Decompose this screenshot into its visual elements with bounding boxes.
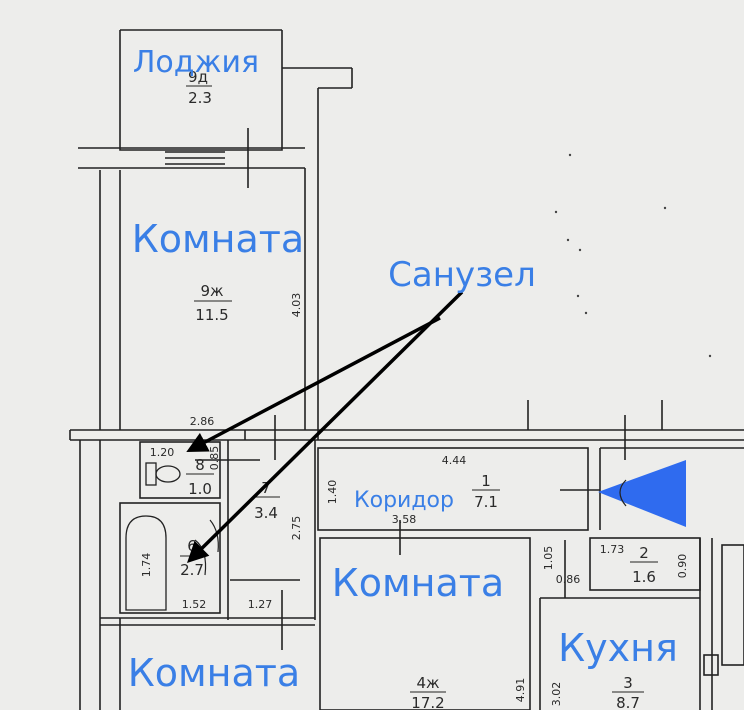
dim-140: 1.40 (326, 480, 339, 505)
wc-area: 1.0 (188, 480, 212, 498)
loggia-area: 2.3 (188, 89, 212, 107)
kitchen-number: 3 (623, 674, 633, 692)
room-top-number: 9ж (200, 282, 223, 300)
label-room-bottom: Комната (128, 651, 300, 695)
dim-403: 4.03 (290, 293, 303, 318)
dim-086: 0.86 (556, 573, 581, 586)
dim-127: 1.27 (248, 598, 273, 611)
toilet-icon (145, 462, 181, 486)
middle-room (319, 537, 531, 710)
label-kitchen: Кухня (558, 626, 678, 670)
appliance (703, 654, 719, 676)
dim-491: 4.91 (514, 678, 527, 703)
wall (119, 30, 283, 151)
corridor-number: 1 (481, 472, 491, 490)
storage-number: 2 (639, 544, 649, 562)
label-room-top: Комната (132, 217, 304, 261)
hall-small-number: 7 (261, 479, 271, 497)
hall-small-area: 3.4 (254, 504, 278, 522)
room-labels: Лоджия Комната Санузел Коридор Комната К… (128, 45, 678, 695)
wc-room (139, 441, 221, 499)
bath-area: 2.7 (180, 561, 204, 579)
arrows (186, 290, 464, 563)
dim-444: 4.44 (442, 454, 467, 467)
corridor-room (317, 447, 589, 531)
storage-area: 1.6 (632, 568, 656, 586)
appliance (721, 544, 744, 666)
label-loggia: Лоджия (133, 45, 259, 80)
room-middle-area: 17.2 (411, 694, 444, 710)
dim-085: 0.85 (208, 446, 221, 471)
dimensions: 2.86 1.20 0.85 4.03 1.74 1.52 1.27 2.75 … (140, 293, 689, 707)
dots (554, 153, 712, 358)
wc-number: 8 (195, 456, 205, 474)
label-corridor: Коридор (354, 488, 454, 513)
room-top-area: 11.5 (195, 306, 228, 324)
kitchen-area: 8.7 (616, 694, 640, 710)
dim-173: 1.73 (600, 543, 625, 556)
label-room-middle: Комната (332, 561, 504, 605)
dim-286: 2.86 (190, 415, 215, 428)
dim-152: 1.52 (182, 598, 207, 611)
room-numbers: 9д 2.3 9ж 11.5 8 1.0 6 2.7 7 3.4 1 7.1 2… (180, 68, 658, 710)
label-bathroom: Санузел (388, 255, 536, 295)
bathtub-icon (125, 515, 167, 611)
walls (69, 29, 744, 710)
loggia-number: 9д (188, 68, 208, 86)
dim-275: 2.75 (290, 516, 303, 541)
dim-174: 1.74 (140, 553, 153, 578)
dim-105: 1.05 (542, 546, 555, 571)
dim-120: 1.20 (150, 446, 175, 459)
dim-358: 3.58 (392, 513, 417, 526)
dim-302: 3.02 (550, 682, 563, 707)
arrow-to-wc (186, 316, 441, 452)
corridor-area: 7.1 (474, 493, 498, 511)
arrow-to-bath (187, 290, 464, 563)
room-middle-number: 4ж (416, 674, 439, 692)
dim-090: 0.90 (676, 554, 689, 579)
bath-room (119, 502, 221, 614)
viewpoint-marker-icon (598, 460, 686, 527)
